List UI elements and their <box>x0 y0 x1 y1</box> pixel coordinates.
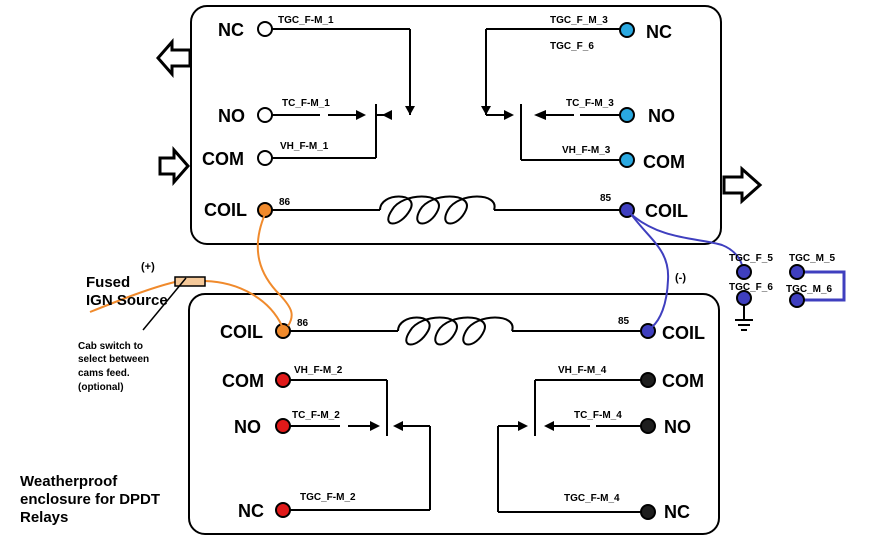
positive-label: (+) <box>141 261 155 273</box>
negative-label: (-) <box>675 272 686 284</box>
label-nc: NC <box>238 501 264 521</box>
terminal-com-bottom-left[interactable] <box>275 372 291 388</box>
terminal-no-bottom-left[interactable] <box>275 418 291 434</box>
cab-switch-note: cams feed. <box>78 368 130 379</box>
orange-source-wire <box>89 281 176 313</box>
arrow-left-icon <box>156 38 192 78</box>
label-no: NO <box>218 106 245 126</box>
terminal-coil-85-top[interactable] <box>619 202 635 218</box>
bottom-left-switch <box>290 379 431 511</box>
label-com: COM <box>202 149 244 169</box>
cab-switch-note: (optional) <box>78 382 124 393</box>
wire-label: VH_F-M_1 <box>280 141 329 152</box>
fuse-icon <box>174 276 206 287</box>
label-coil: COIL <box>645 201 688 221</box>
wire-label: TC_F-M_4 <box>574 410 622 421</box>
terminal-no-top-right[interactable] <box>619 107 635 123</box>
wire-label: TC_F-M_3 <box>566 98 614 109</box>
terminal-nc-bottom-left[interactable] <box>275 502 291 518</box>
terminal-tgc-m-5[interactable] <box>789 264 805 280</box>
coil-icon <box>272 195 620 225</box>
wire-label: TC_F-M_1 <box>282 98 330 109</box>
enclosure-caption: enclosure for DPDT <box>20 491 160 508</box>
bottom-relay-box <box>188 293 720 535</box>
wire-label: VH_F-M_3 <box>562 145 611 156</box>
source-label-line1: Fused <box>86 274 130 291</box>
blue-coil-wire <box>630 213 670 328</box>
terminal-nc-top-right[interactable] <box>619 22 635 38</box>
label-no: NO <box>234 417 261 437</box>
terminal-no-bottom-right[interactable] <box>640 418 656 434</box>
bottom-right-switch <box>497 379 642 513</box>
label-com: COM <box>643 152 685 172</box>
terminal-com-top-right[interactable] <box>619 152 635 168</box>
terminal-coil-86-top[interactable] <box>257 202 273 218</box>
label-nc: NC <box>646 22 672 42</box>
wire-label: TGC_M_6 <box>786 284 833 295</box>
label-com: COM <box>662 371 704 391</box>
label-no: NO <box>648 106 675 126</box>
label-nc: NC <box>218 20 244 40</box>
wire-label: TGC_F_M_3 <box>550 15 608 26</box>
wire-label: TGC_F_6 <box>729 282 773 293</box>
coil-icon <box>290 316 642 346</box>
top-right-switch <box>481 28 620 161</box>
jumper-wire <box>804 270 846 302</box>
cab-switch-pointer <box>142 277 187 331</box>
label-coil: COIL <box>220 322 263 342</box>
label-coil: COIL <box>204 200 247 220</box>
wire-label: TGC_F-M_4 <box>564 493 620 504</box>
wire-label: TGC_F-M_1 <box>278 15 334 26</box>
pin-label: 85 <box>600 193 612 204</box>
top-relay-box <box>190 5 722 245</box>
terminal-coil-85-bottom[interactable] <box>640 323 656 339</box>
terminal-coil-86-bottom[interactable] <box>275 323 291 339</box>
enclosure-caption: Relays <box>20 509 68 526</box>
wire-label: TGC_M_5 <box>789 253 836 264</box>
label-nc: NC <box>664 502 690 522</box>
terminal-tgc-m-6[interactable] <box>789 292 805 308</box>
blue-ground-wire <box>630 213 744 271</box>
label-no: NO <box>664 417 691 437</box>
wire-label: TGC_F_6 <box>550 41 594 52</box>
wire-label: TC_F-M_2 <box>292 410 340 421</box>
cab-switch-note: Cab switch to <box>78 341 143 352</box>
arrow-right-icon <box>722 165 763 205</box>
cab-switch-note: select between <box>78 354 149 365</box>
source-label-line2: IGN Source <box>86 292 168 309</box>
label-com: COM <box>222 371 264 391</box>
wire-label: TGC_F-M_2 <box>300 492 356 503</box>
wire-label: VH_F-M_4 <box>558 365 607 376</box>
pin-label: 86 <box>297 318 309 329</box>
arrow-right-icon <box>158 146 190 186</box>
orange-coil-wire <box>256 213 293 327</box>
terminal-tgc-f-6[interactable] <box>736 290 752 306</box>
orange-source-wire <box>204 280 283 327</box>
terminal-nc-top-left[interactable] <box>257 21 273 37</box>
ground-icon <box>735 305 753 331</box>
terminal-com-bottom-right[interactable] <box>640 372 656 388</box>
terminal-no-top-left[interactable] <box>257 107 273 123</box>
terminal-com-top-left[interactable] <box>257 150 273 166</box>
enclosure-caption: Weatherproof <box>20 473 118 490</box>
top-left-switch <box>272 28 415 159</box>
pin-label: 85 <box>618 316 630 327</box>
wire-label: VH_F-M_2 <box>294 365 343 376</box>
wire-label: TGC_F_5 <box>729 253 773 264</box>
label-coil: COIL <box>662 323 705 343</box>
pin-label: 86 <box>279 197 291 208</box>
terminal-tgc-f-5[interactable] <box>736 264 752 280</box>
terminal-nc-bottom-right[interactable] <box>640 504 656 520</box>
